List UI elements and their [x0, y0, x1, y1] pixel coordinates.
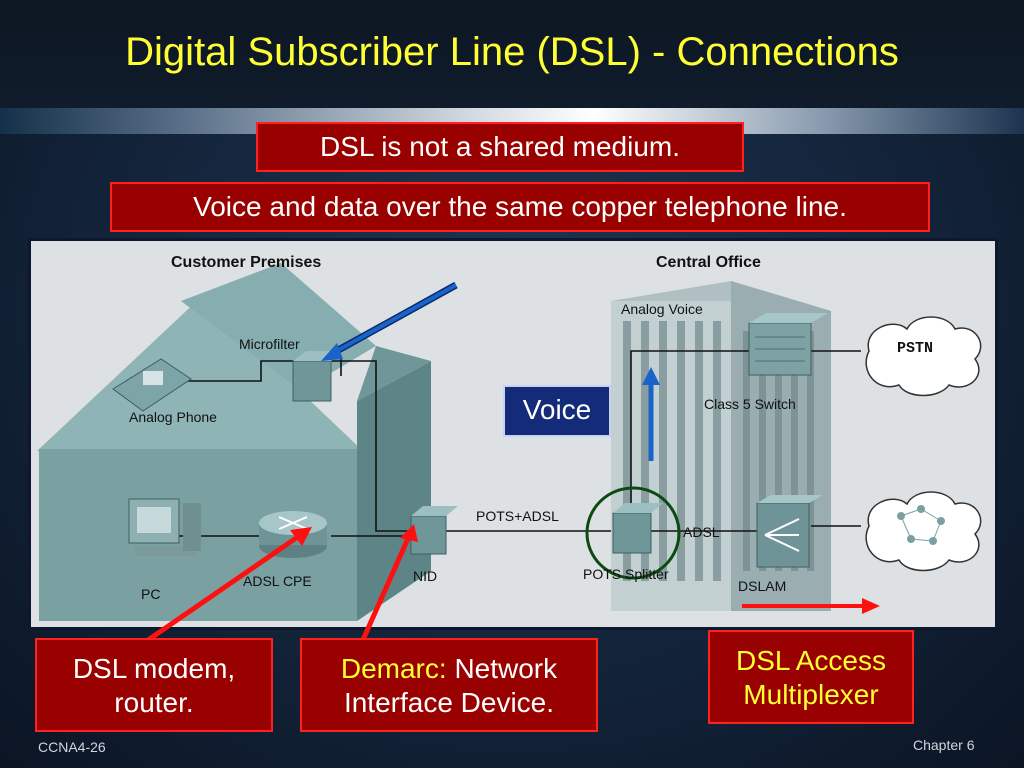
label-dslam: DSLAM — [738, 578, 786, 594]
label-pc: PC — [141, 586, 160, 602]
label-pstn: PSTN — [897, 340, 933, 357]
callout-voice-data: Voice and data over the same copper tele… — [110, 182, 930, 232]
voice-label-box: Voice — [503, 385, 611, 437]
label-nid: NID — [413, 568, 437, 584]
blue-arrow-icon — [321, 281, 458, 361]
callout-shared-medium: DSL is not a shared medium. — [256, 122, 744, 172]
callout-demarc-prefix: Demarc: — [340, 653, 447, 684]
dslam-icon — [756, 495, 823, 568]
analog-phone-icon — [112, 358, 192, 412]
voice-up-arrow-icon — [642, 367, 660, 461]
callout-dsl-modem-line2: router. — [114, 687, 194, 718]
data-network-cloud — [865, 491, 982, 572]
splitter-highlight-circle — [585, 486, 681, 580]
callout-demarc: Demarc: Network Interface Device. — [300, 638, 598, 732]
house-icon — [37, 263, 431, 621]
pots-splitter-icon — [612, 503, 663, 554]
callout-dslam-line2: Multiplexer — [743, 679, 879, 710]
label-analog-phone: Analog Phone — [129, 409, 217, 425]
callout-shared-medium-text: DSL is not a shared medium. — [319, 131, 681, 162]
slide-title: Digital Subscriber Line (DSL) - Connecti… — [125, 30, 899, 74]
callout-demarc-line1: Demarc: Network — [302, 652, 596, 686]
callout-demarc-network: Network — [454, 653, 558, 684]
callout-voice-data-text: Voice and data over the same copper tele… — [193, 191, 847, 222]
pc-icon — [128, 498, 201, 556]
label-central-office: Central Office — [656, 254, 761, 271]
pstn-cloud — [865, 316, 982, 397]
label-analog-voice: Analog Voice — [621, 301, 703, 317]
nid-icon — [410, 506, 458, 555]
voice-label-text: Voice — [522, 394, 592, 425]
callout-dslam-line1: DSL Access — [736, 645, 886, 676]
label-adsl-cpe: ADSL CPE — [243, 573, 312, 589]
callout-dsl-modem-line1: DSL modem, — [72, 653, 236, 684]
label-customer-premises: Customer Premises — [171, 254, 321, 271]
microfilter-icon — [292, 351, 344, 402]
class5-switch-icon — [748, 313, 828, 376]
title-bar — [0, 0, 1024, 108]
adsl-router-icon — [259, 511, 327, 558]
label-adsl: ADSL — [683, 524, 720, 540]
label-pots-splitter: POTS Splitter — [583, 566, 669, 582]
label-class5-switch: Class 5 Switch — [704, 396, 796, 412]
callout-dslam: DSL Access Multiplexer — [708, 630, 914, 724]
callout-dsl-modem: DSL modem, router. — [35, 638, 273, 732]
footer-chapter: Chapter 6 — [913, 737, 975, 753]
label-microfilter: Microfilter — [239, 336, 300, 352]
label-pots-adsl: POTS+ADSL — [476, 508, 559, 524]
footer-slide-id: CCNA4-26 — [38, 739, 106, 755]
callout-demarc-line2: Interface Device. — [343, 687, 555, 718]
